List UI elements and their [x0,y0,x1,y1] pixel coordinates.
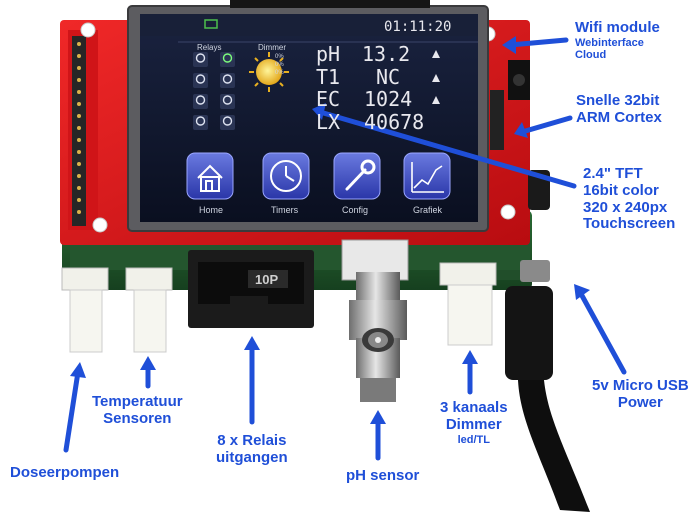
relays-label: Relays [197,43,222,52]
dimmer-value-2: 0% [275,62,284,68]
label-tft-line-4: Touchscreen [583,215,676,233]
label-tft-line-3: 320 x 240px [583,198,668,216]
label-dimmer: 3 kanaals Dimmer led/TL [440,399,508,446]
label-relais: 8 x Relais uitgangen [216,432,288,467]
reading-lx-value: 40678 [364,110,425,134]
reading-ph: pH 13.2 [316,42,410,66]
label-doseer: Doseerpompen [10,464,120,481]
reading-t1: T1 NC [316,65,400,89]
label-usb-line-1: 5v Micro USB [592,377,689,394]
button-config-label[interactable]: Config [342,205,369,215]
reading-ec-name: EC [316,87,341,111]
reading-ec-value: 1024 [364,87,413,111]
label-tft-line-1: 2.4" TFT [583,165,643,182]
screen-clock: 01:11:20 [384,19,452,35]
label-tft-line-2: 16bit color [583,181,659,199]
button-timers-label[interactable]: Timers [271,205,299,215]
bnc-connector [341,239,409,402]
label-relais-line-1: 8 x Relais [217,432,287,449]
label-usb-line-2: Power [617,393,663,411]
dimmer-sun-icon [249,52,289,92]
reading-lx-name: LX [316,110,341,134]
usb-cable [505,286,590,512]
relay-icon-grid [193,52,235,130]
micro-usb-port [520,260,550,282]
label-wifi-sub-2: Cloud [575,49,607,62]
dimmer-value-1: 0% [275,54,284,60]
reading-t1-name: T1 [316,65,341,89]
label-dimmer-line-2: Dimmer [445,415,502,433]
label-dimmer-sub: led/TL [457,433,490,446]
dimmer-value-3: 0% [275,70,284,76]
label-relais-line-2: uitgangen [216,448,288,466]
reading-ph-name: pH [316,42,341,66]
jst-connectors [61,262,497,353]
label-wifi-sub-1: Webinterface [575,36,644,49]
screen-button-row [186,152,451,200]
label-wifi: Wifi module Webinterface Cloud [575,19,660,62]
label-temp-line-2: Sensoren [103,409,172,427]
reading-ph-value: 13.2 [362,42,411,66]
label-cpu: Snelle 32bit ARM Cortex [576,92,662,127]
annotation-arrows [63,36,627,461]
reading-ec: EC 1024 [316,87,412,111]
label-usb: 5v Micro USB Power [592,377,689,412]
label-ph: pH sensor [346,467,420,484]
label-cpu-line-2: ARM Cortex [576,108,662,126]
label-wifi-title: Wifi module [575,19,660,36]
button-grafiek-label[interactable]: Grafiek [413,205,443,215]
reading-lx: LX 40678 [316,110,424,134]
label-temp: Temperatuur Sensoren [92,393,183,428]
label-cpu-line-1: Snelle 32bit [576,92,660,109]
label-dimmer-line-1: 3 kanaals [440,399,508,416]
label-temp-line-1: Temperatuur [92,393,183,410]
dimmer-label: Dimmer [258,43,286,52]
reading-t1-value: NC [376,65,401,89]
relay-header-text: 10P [255,272,279,287]
label-tft: 2.4" TFT 16bit color 320 x 240px Touchsc… [583,165,676,233]
button-home-label[interactable]: Home [199,205,224,215]
